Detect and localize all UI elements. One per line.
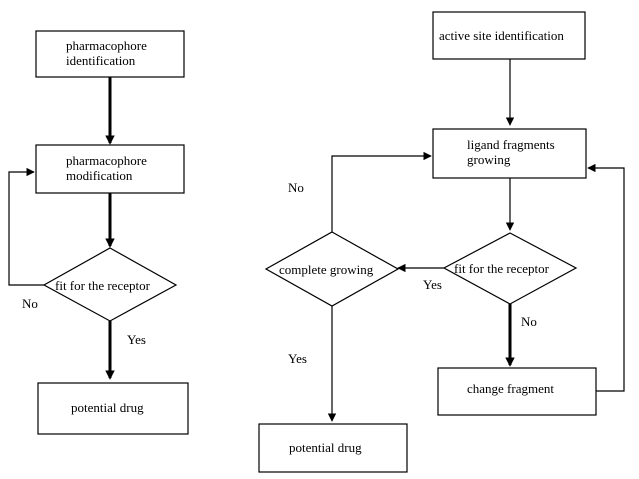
ligand-fragments-growing-label-line2: growing: [467, 152, 511, 167]
potential-drug-label-left: potential drug: [71, 400, 144, 415]
ligand-fragments-growing-box: [432, 128, 587, 179]
pharmacophore-identification-label-line2: identification: [66, 53, 136, 68]
pharmacophore-identification-box: [35, 30, 185, 78]
complete-growing-label: complete growing: [279, 262, 374, 277]
no-label-left: No: [22, 296, 38, 311]
no-label-complete: No: [288, 180, 304, 195]
change-fragment-label: change fragment: [467, 381, 554, 396]
potential-drug-label-right: potential drug: [289, 440, 362, 455]
active-site-identification-label: active site identification: [439, 28, 564, 43]
pharmacophore-modification-box: [35, 144, 185, 194]
active-site-identification-box: [432, 11, 586, 60]
no-label-fit: No: [521, 314, 537, 329]
fit-for-receptor-label-right: fit for the receptor: [454, 261, 550, 276]
pharmacophore-modification-label-line1: pharmacophore: [66, 153, 147, 168]
potential-drug-box-right: [258, 423, 408, 473]
yes-label-left: Yes: [127, 332, 146, 347]
change-fragment-box: [437, 367, 597, 416]
left-flowchart: pharmacophore identification pharmacopho…: [8, 30, 189, 435]
potential-drug-box-left: [37, 382, 189, 435]
pharmacophore-modification-label-line2: modification: [66, 168, 133, 183]
no-loop-complete-to-growing: [331, 151, 432, 232]
ligand-fragments-growing-label-line1: ligand fragments: [467, 137, 555, 152]
loop-change-to-growing: [587, 163, 625, 392]
fit-for-receptor-label-left: fit for the receptor: [55, 278, 151, 293]
right-flowchart: active site identification ligand fragme…: [258, 11, 625, 473]
no-loop-to-modification: [8, 167, 44, 286]
yes-label-fit: Yes: [423, 277, 442, 292]
pharmacophore-identification-label-line1: pharmacophore: [66, 38, 147, 53]
yes-label-complete: Yes: [288, 351, 307, 366]
